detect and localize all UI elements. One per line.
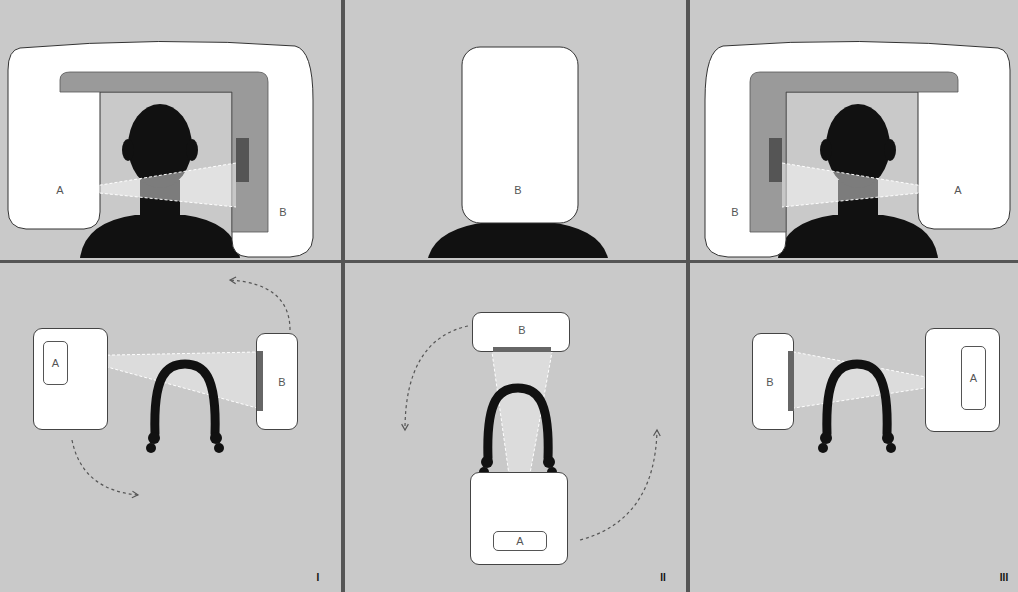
tube-window: A — [961, 346, 986, 410]
node-label: A — [516, 536, 523, 547]
x-ray-source: A — [470, 472, 568, 565]
node-label: B — [766, 377, 773, 388]
panoramic-unit-mirrored — [705, 41, 1010, 258]
detector: B — [752, 333, 794, 430]
detector: B — [472, 312, 570, 352]
part-letter: B — [279, 207, 286, 218]
rotation-arrow — [72, 280, 657, 540]
node-label: A — [970, 373, 977, 384]
x-ray-source: A — [925, 328, 1000, 432]
sensor-bar — [493, 347, 551, 352]
node-label: B — [278, 377, 285, 388]
part-letter: A — [56, 185, 63, 196]
panoramic-unit-front — [428, 47, 608, 258]
panoramic-unit — [8, 41, 313, 258]
sensor-bar — [788, 351, 794, 411]
tube-window: A — [493, 531, 547, 551]
panel-number: I — [317, 573, 320, 583]
sensor-bar — [257, 351, 263, 411]
part-letter: A — [954, 185, 961, 196]
part-letter: B — [514, 185, 521, 196]
panel-number: II — [660, 573, 666, 583]
tube-window: A — [43, 341, 68, 385]
node-label: B — [518, 325, 525, 336]
part-letter: B — [731, 207, 738, 218]
node-label: A — [52, 358, 59, 369]
x-ray-source: A — [33, 328, 108, 430]
detector: B — [256, 333, 298, 430]
panel-number: III — [1000, 573, 1008, 583]
